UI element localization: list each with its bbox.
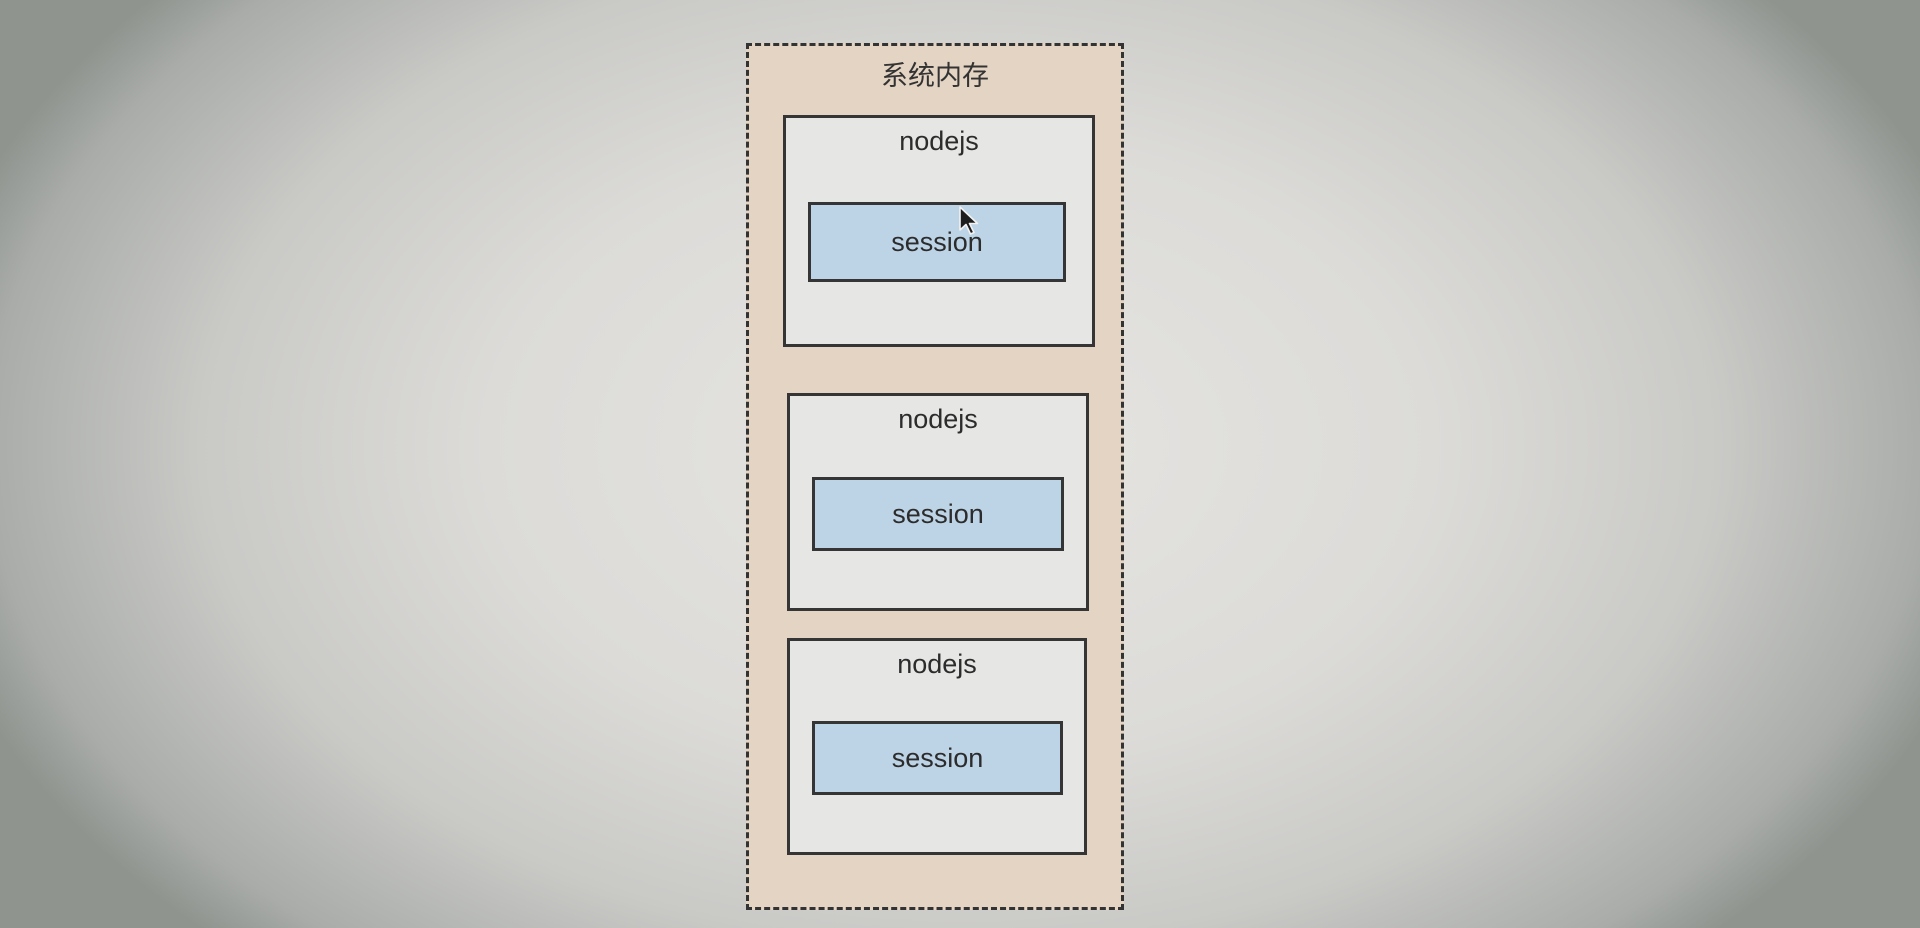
nodejs-label: nodejs <box>899 126 979 156</box>
system-memory-title: 系统内存 <box>881 61 989 92</box>
system-memory-container: 系统内存 nodejs session nodejs session nodej… <box>746 43 1124 910</box>
session-box-2: session <box>812 477 1064 551</box>
session-box-3: session <box>812 721 1063 795</box>
session-box-1: session <box>808 202 1066 282</box>
nodejs-label: nodejs <box>897 649 977 679</box>
nodejs-node-3: nodejs session <box>787 638 1087 855</box>
mouse-pointer-icon <box>959 206 979 235</box>
nodejs-node-1: nodejs session <box>783 115 1095 347</box>
nodejs-label: nodejs <box>898 404 978 434</box>
nodejs-node-2: nodejs session <box>787 393 1089 611</box>
